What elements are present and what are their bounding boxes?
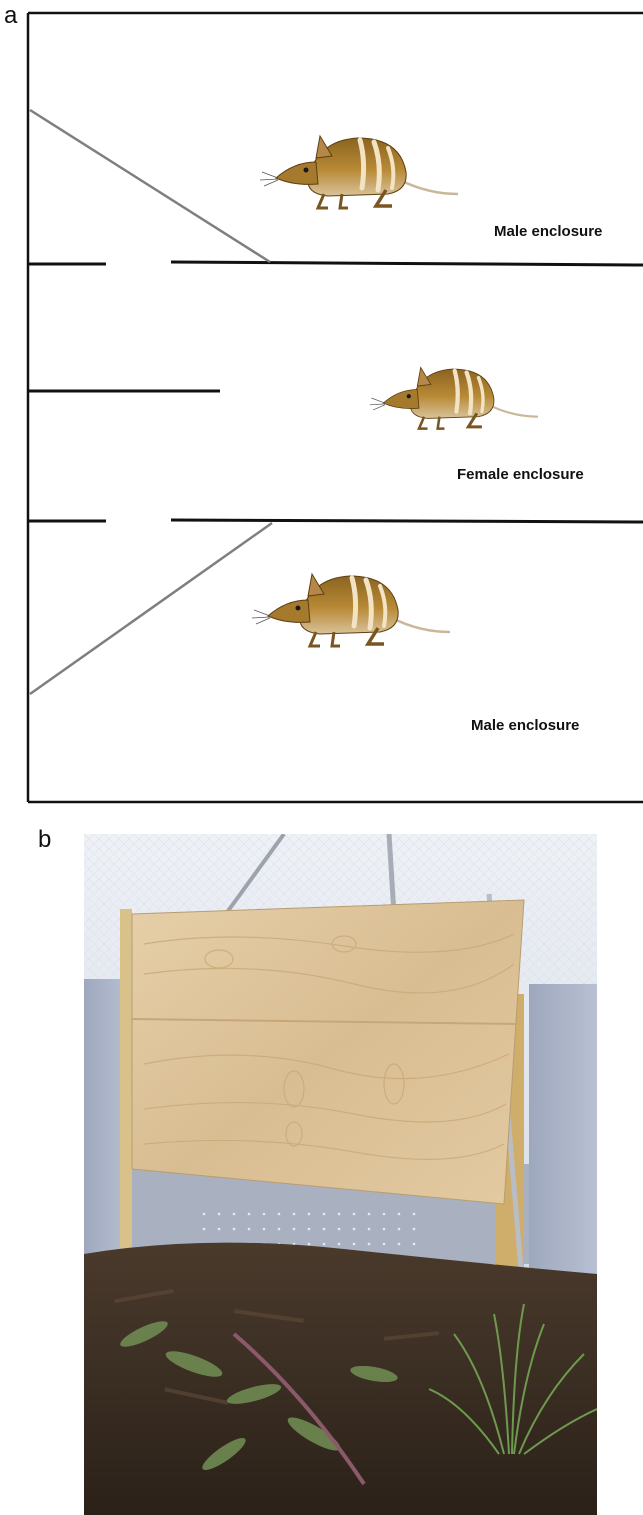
- diagonal-barrier-top: [30, 110, 270, 262]
- panel-b-label: b: [38, 828, 51, 852]
- enclosure-diagram: Male enclosure Female enclosure Male enc…: [0, 0, 643, 820]
- diagonal-barrier-bottom: [30, 523, 272, 694]
- enclosure-label-female: Female enclosure: [457, 466, 584, 483]
- enclosure-boundary: [28, 13, 643, 802]
- enclosure-label-male-bottom: Male enclosure: [471, 717, 579, 734]
- bandicoot-male-top: [260, 136, 458, 208]
- enclosure-photo: [84, 834, 597, 1515]
- bandicoot-male-bottom: [252, 574, 450, 646]
- enclosure-label-male-top: Male enclosure: [494, 223, 602, 240]
- divider-lower: [28, 520, 643, 522]
- divider-upper: [28, 262, 643, 265]
- bandicoot-female: [370, 367, 538, 428]
